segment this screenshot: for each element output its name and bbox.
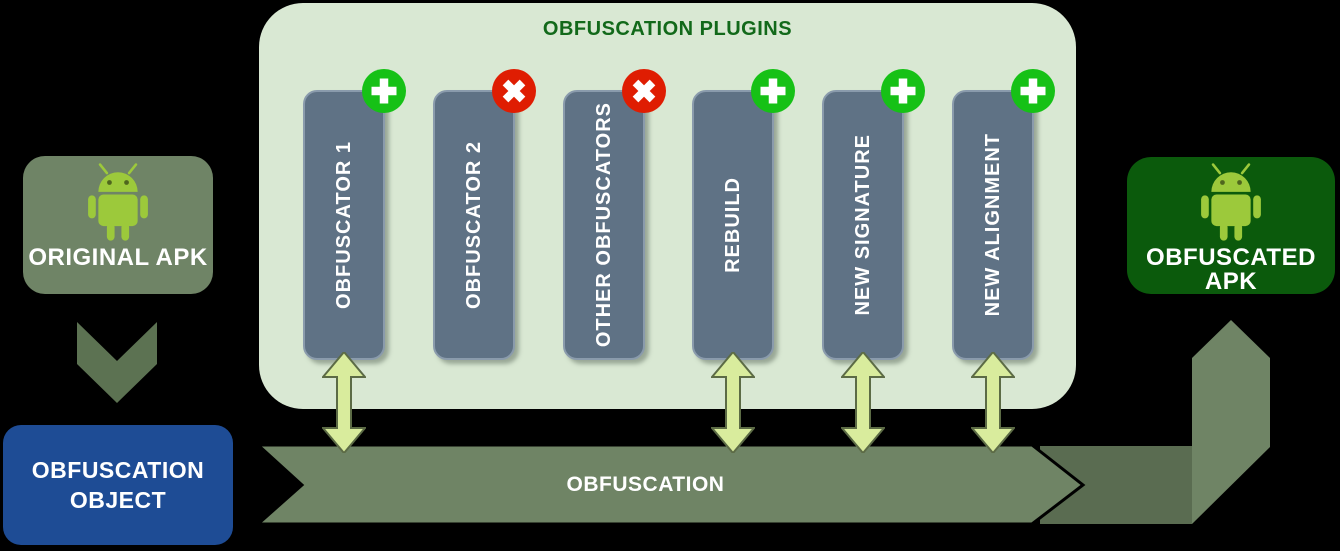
plugin-pill-obfuscator-1: OBFUSCATOR 1 bbox=[303, 90, 385, 360]
plugin-pill-label: NEW SIGNATURE bbox=[851, 134, 874, 316]
plugin-pill-other-obfuscators: OTHER OBFUSCATORS bbox=[563, 90, 645, 360]
plugin-pill-label: REBUILD bbox=[721, 177, 744, 273]
pipeline-elbow-up-arrow bbox=[1192, 320, 1270, 524]
plugin-status-cross-icon bbox=[622, 69, 666, 113]
plugin-pill-new-alignment: NEW ALIGNMENT bbox=[952, 90, 1034, 360]
original-apk-label: ORIGINAL APK bbox=[28, 244, 208, 271]
plugin-pill-obfuscator-2: OBFUSCATOR 2 bbox=[433, 90, 515, 360]
plugin-status-cross-icon bbox=[492, 69, 536, 113]
plugin-pill-label: OBFUSCATOR 2 bbox=[462, 141, 485, 309]
pipeline-connector-arrow bbox=[971, 352, 1015, 453]
pipeline-connector-arrow bbox=[841, 352, 885, 453]
pipeline-connector-arrow bbox=[711, 352, 755, 453]
obfuscation-object-label-line1: OBFUSCATION bbox=[31, 457, 205, 483]
plugins-panel-title: OBFUSCATION PLUGINS bbox=[542, 18, 793, 40]
plugin-status-plus-icon bbox=[881, 69, 925, 113]
plugin-pill-label: NEW ALIGNMENT bbox=[981, 133, 1004, 317]
plugin-status-plus-icon bbox=[362, 69, 406, 113]
android-robot-icon bbox=[88, 163, 148, 241]
obfuscated-apk-box: OBFUSCATED APK bbox=[1127, 157, 1335, 294]
pipeline-connector-arrow bbox=[322, 352, 366, 453]
plugins-panel bbox=[259, 3, 1076, 409]
chevron-down-icon bbox=[77, 322, 157, 403]
original-apk-box: ORIGINAL APK bbox=[23, 156, 213, 294]
plugin-pill-label: OBFUSCATOR 1 bbox=[332, 141, 355, 309]
obfuscation-pipeline-arrow bbox=[254, 443, 1086, 526]
obfuscated-apk-label: OBFUSCATED APK bbox=[1146, 244, 1316, 295]
plugin-status-plus-icon bbox=[751, 69, 795, 113]
plugin-status-plus-icon bbox=[1011, 69, 1055, 113]
plugin-pill-new-signature: NEW SIGNATURE bbox=[822, 90, 904, 360]
android-robot-icon bbox=[1201, 163, 1261, 241]
obfuscation-object-label-line2: OBJECT bbox=[69, 487, 167, 513]
plugin-pill-rebuild: REBUILD bbox=[692, 90, 774, 360]
obfuscation-object-box: OBFUSCATION OBJECT bbox=[3, 425, 233, 545]
plugin-pill-label: OTHER OBFUSCATORS bbox=[592, 102, 615, 348]
pipeline-label: OBFUSCATION bbox=[566, 473, 725, 496]
